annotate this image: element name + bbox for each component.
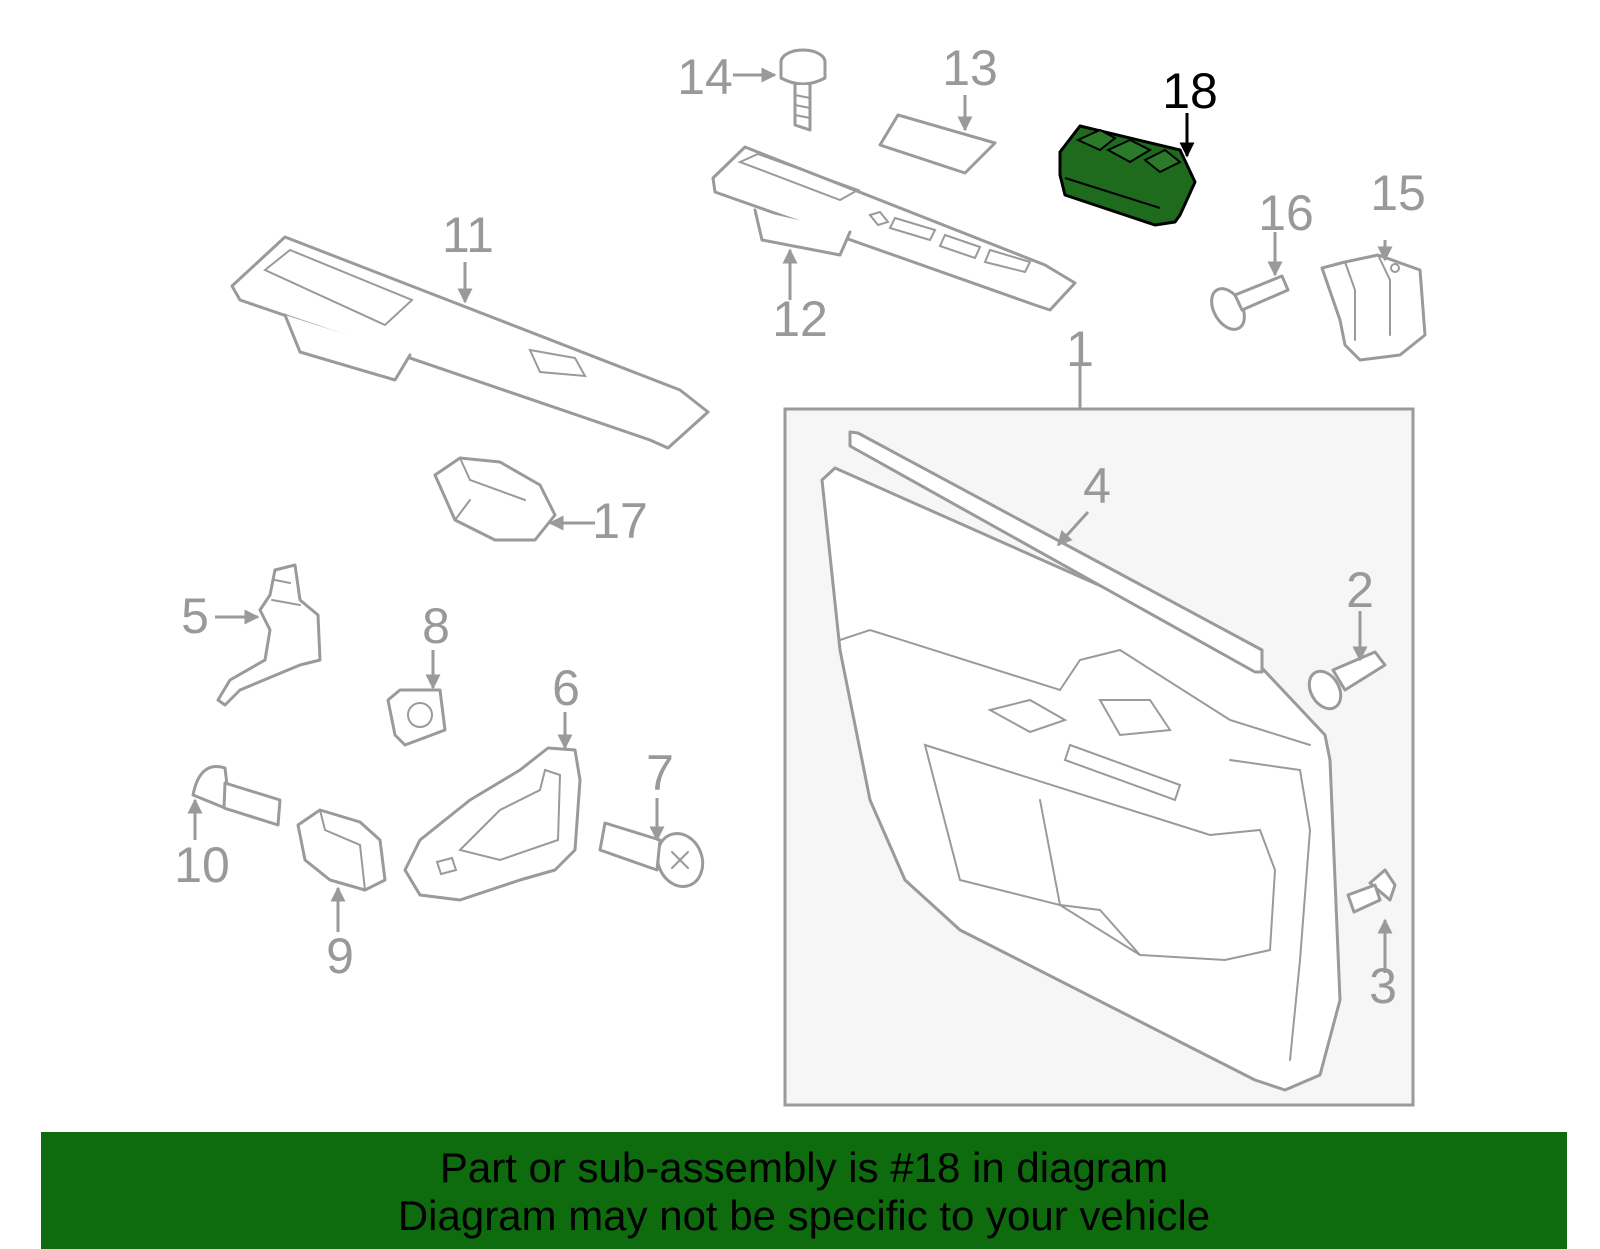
part-18-window-switch: [1058, 124, 1197, 227]
part-9-fastener: [296, 808, 387, 892]
callout-11: 11: [442, 207, 494, 263]
callout-18: 18: [1162, 63, 1218, 119]
part-10-screw: [191, 765, 282, 827]
callout-6: 6: [552, 660, 580, 716]
info-banner: Part or sub-assembly is #18 in diagram D…: [41, 1132, 1567, 1249]
callout-10: 10: [174, 837, 230, 893]
part-8-clip: [386, 688, 447, 747]
part-6-handle-bezel: [403, 746, 582, 902]
part-4-belt-molding: [848, 430, 1264, 674]
callout-1: 1: [1066, 321, 1094, 377]
part-3-screw: [1346, 868, 1397, 914]
part-15-bracket: [1320, 253, 1427, 362]
callout-9: 9: [326, 928, 354, 984]
part-16-bolt: [1210, 274, 1290, 331]
callout-7: 7: [646, 745, 674, 801]
callout-8: 8: [422, 598, 450, 654]
part-14-screw: [779, 48, 827, 132]
callout-3: 3: [1369, 958, 1397, 1014]
part-7-screw: [598, 821, 705, 888]
parts-diagram: 1 2 3 4 5 6 7 8 9 10 11 12 13 14 15 16 1…: [174, 40, 1427, 1107]
banner-text-line-1: Part or sub-assembly is #18 in diagram: [439, 1144, 1169, 1191]
callout-5: 5: [181, 588, 209, 644]
part-17-switch: [433, 456, 557, 542]
part-13-label: [878, 113, 997, 175]
callout-14: 14: [677, 49, 733, 105]
part-12-switch-bezel: [711, 145, 1077, 312]
callout-16: 16: [1258, 185, 1314, 241]
callout-15: 15: [1370, 165, 1426, 221]
part-1-door-panel: [783, 407, 1415, 1107]
callout-4: 4: [1083, 458, 1111, 514]
part-11-armrest-bezel: [230, 235, 710, 450]
leader-lines: [187, 67, 1393, 973]
callout-13: 13: [942, 40, 998, 96]
part-5-inner-handle: [216, 563, 322, 707]
part-2-clip: [1307, 650, 1387, 711]
banner-text-line-2: Diagram may not be specific to your vehi…: [397, 1192, 1211, 1239]
callout-17: 17: [592, 493, 648, 549]
callout-2: 2: [1346, 562, 1374, 618]
callout-12: 12: [772, 291, 828, 347]
